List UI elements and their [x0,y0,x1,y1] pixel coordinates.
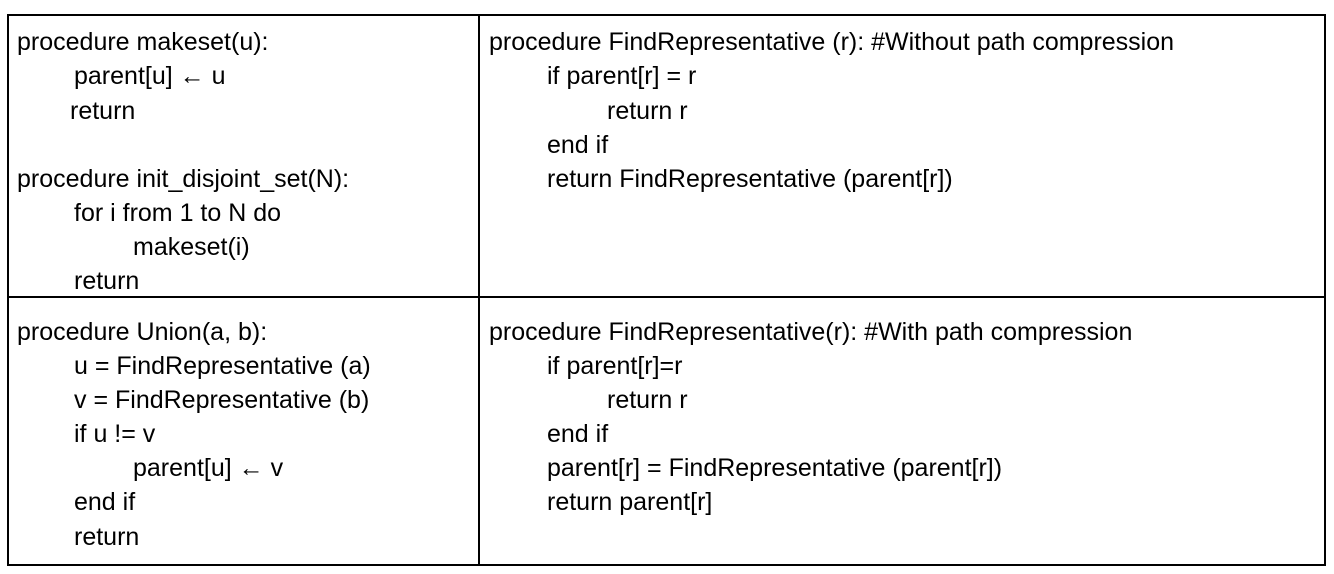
code-line: procedure makeset(u): [17,28,269,56]
code-line: return parent[r] [547,488,713,516]
pseudocode-table: procedure makeset(u): parent[u] ← u retu… [7,14,1326,566]
code-line: return r [607,386,688,414]
cell-find-without-compression: procedure FindRepresentative (r): #Witho… [480,16,1326,298]
code-line: end if [547,131,609,159]
cell-makeset-init: procedure makeset(u): parent[u] ← u retu… [9,16,480,298]
code-line: if parent[r] = r [547,62,697,90]
code-line: procedure FindRepresentative(r): #With p… [489,318,1133,346]
code-line: procedure Union(a, b): [17,318,268,346]
code-line: if parent[r]=r [547,352,683,380]
code-line: procedure FindRepresentative (r): #Witho… [489,28,1175,56]
code-line: if u != v [74,420,156,448]
code-line: parent[r] = FindRepresentative (parent[r… [547,454,1003,482]
code-line: return FindRepresentative (parent[r]) [547,165,953,193]
code-line: return r [607,97,688,125]
cell-union: procedure Union(a, b): u = FindRepresent… [9,298,480,566]
code-line: parent[u] ← u [74,62,226,90]
code-line: return [74,523,140,551]
code-line: for i from 1 to N do [74,199,282,227]
code-line: u = FindRepresentative (a) [74,352,371,380]
code-line: makeset(i) [133,233,250,261]
code-line: return [70,97,136,125]
code-line: end if [547,420,609,448]
cell-find-with-compression: procedure FindRepresentative(r): #With p… [480,298,1326,566]
code-line: return [74,267,140,295]
code-line: end if [74,488,136,516]
code-line: parent[u] ← v [133,454,284,482]
code-line: procedure init_disjoint_set(N): [17,165,350,193]
code-line: v = FindRepresentative (b) [74,386,370,414]
